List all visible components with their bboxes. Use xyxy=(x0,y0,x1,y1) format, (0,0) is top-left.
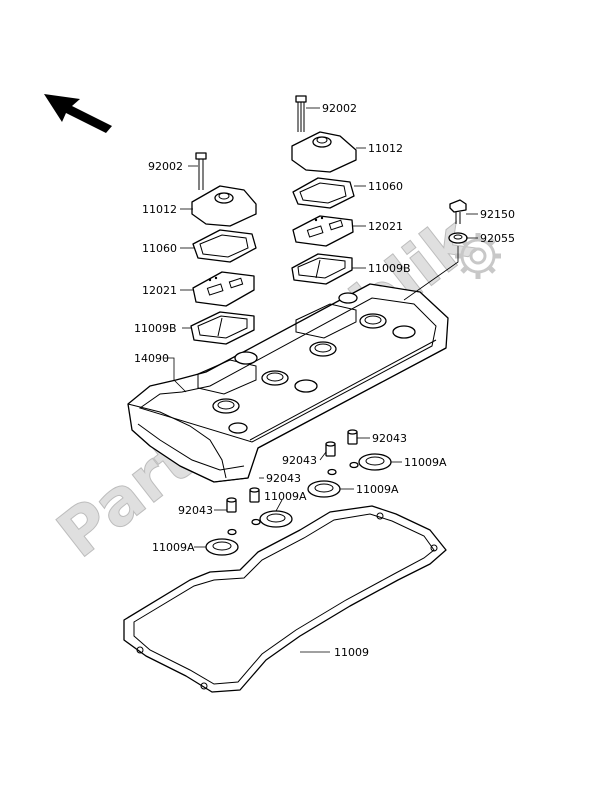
label-92055: 92055 xyxy=(480,232,515,245)
collar-92043-b xyxy=(325,441,336,457)
label-11009a-c: 11009A xyxy=(264,490,307,503)
leader-lines xyxy=(164,107,478,653)
bolt-92150 xyxy=(449,199,467,224)
grommet-11009a-a xyxy=(349,453,392,471)
gasket-11060-right xyxy=(292,177,355,209)
label-11009b-top: 11009B xyxy=(368,262,411,275)
label-11009a-a: 11009A xyxy=(404,456,447,469)
plate-12021-left xyxy=(192,271,255,307)
label-12021-top: 12021 xyxy=(368,220,403,233)
grommet-11009a-b xyxy=(307,468,341,498)
collar-92043-c xyxy=(249,487,260,503)
label-11009: 11009 xyxy=(334,646,369,659)
gasket-11009b-right xyxy=(291,253,353,285)
cylinder-head-cover-14090 xyxy=(127,283,449,483)
label-12021-left: 12021 xyxy=(142,284,177,297)
part-labels: 92002 11012 11060 12021 11009B 92002 110… xyxy=(134,102,515,659)
bolt-92002-right xyxy=(295,95,307,132)
collar-92043-a xyxy=(347,429,358,445)
label-14090: 14090 xyxy=(134,352,169,365)
label-11012-top: 11012 xyxy=(368,142,403,155)
label-92150: 92150 xyxy=(480,208,515,221)
label-92002-top: 92002 xyxy=(322,102,357,115)
head-cover-gasket-11009 xyxy=(123,505,447,693)
cover-11012-right xyxy=(291,131,357,173)
label-11009a-b: 11009A xyxy=(356,483,399,496)
label-11009a-d: 11009A xyxy=(152,541,195,554)
label-92043-a: 92043 xyxy=(372,432,407,445)
grommet-11009a-d xyxy=(205,528,239,556)
front-direction-arrow-icon xyxy=(44,94,112,133)
label-92043-b: 92043 xyxy=(282,454,317,467)
bolt-92002-left xyxy=(195,152,207,190)
label-92043-c: 92043 xyxy=(266,472,301,485)
label-11012-left: 11012 xyxy=(142,203,177,216)
gasket-11060-left xyxy=(192,229,257,263)
washer-92055 xyxy=(448,232,468,244)
grommet-11009a-c xyxy=(251,510,293,528)
cover-11012-left xyxy=(191,185,257,227)
label-11060-left: 11060 xyxy=(142,242,177,255)
label-92002-left: 92002 xyxy=(148,160,183,173)
label-92043-d: 92043 xyxy=(178,504,213,517)
collar-92043-d xyxy=(226,497,237,513)
label-11009b-left: 11009B xyxy=(134,322,177,335)
label-11060-top: 11060 xyxy=(368,180,403,193)
gasket-11009b-left xyxy=(190,311,255,345)
plate-12021-right xyxy=(292,215,354,247)
